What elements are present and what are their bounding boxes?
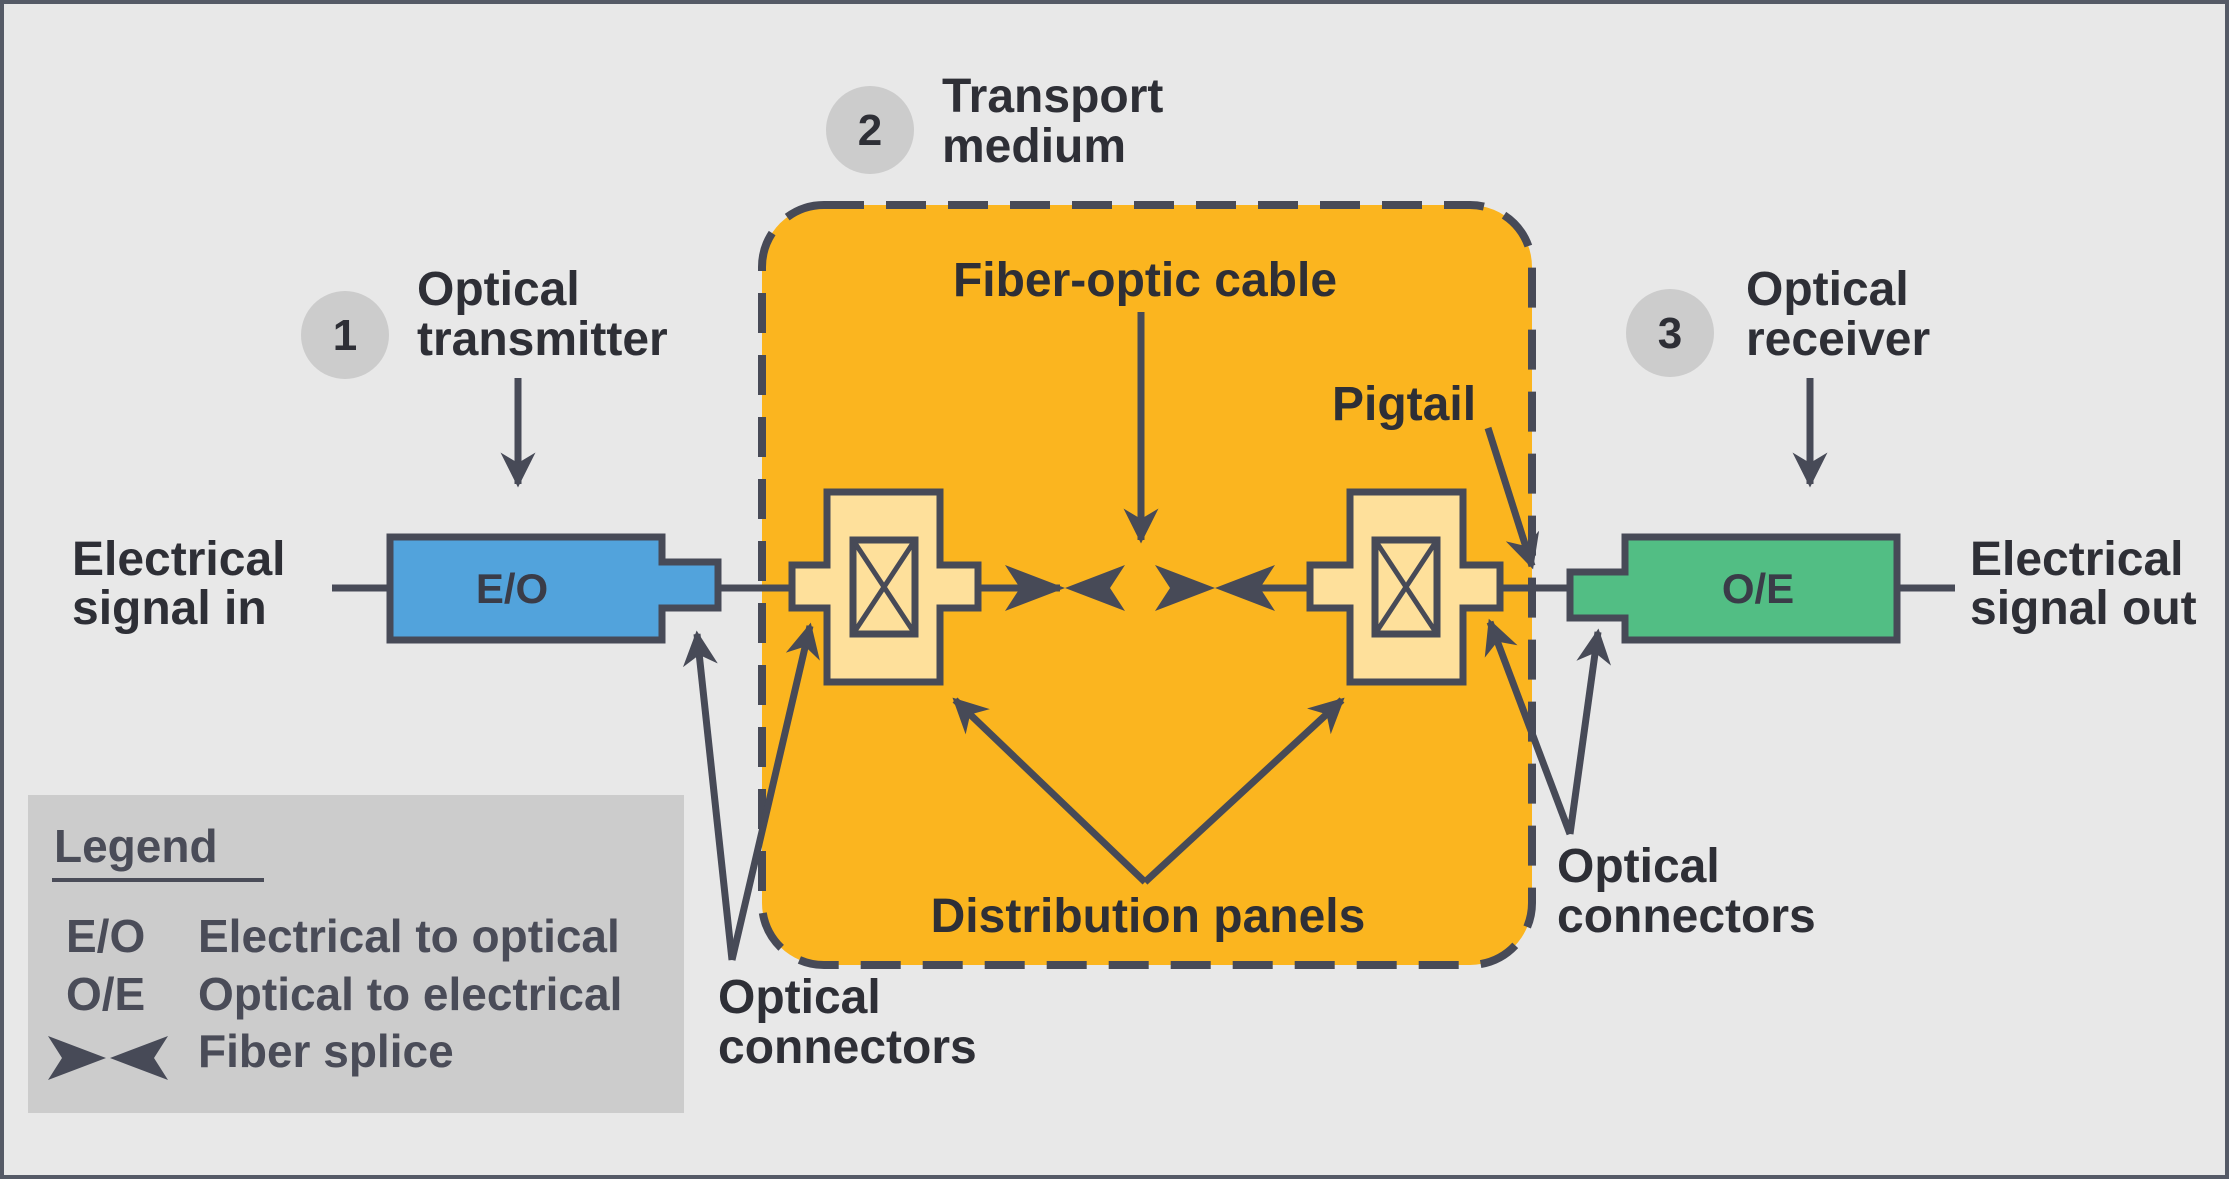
- medium-label-line2: medium: [942, 120, 1126, 173]
- connectors-right-label-line2: connectors: [1557, 890, 1816, 943]
- svg-text:2: 2: [858, 106, 882, 155]
- oe-box-label: O/E: [1722, 565, 1794, 612]
- receiver-label-line2: receiver: [1746, 313, 1930, 366]
- transmitter-label-line1: Optical: [417, 263, 580, 316]
- legend: Legend E/O Electrical to optical O/E Opt…: [28, 795, 684, 1113]
- legend-key-oe: O/E: [66, 968, 145, 1020]
- fiber-cable-label: Fiber-optic cable: [953, 254, 1337, 307]
- badge-transmitter: 1: [301, 291, 389, 379]
- distribution-panel-left: [788, 488, 982, 686]
- connectors-right-label-line1: Optical: [1557, 840, 1720, 893]
- panel-arrow-right: [1142, 697, 1345, 885]
- transmitter-label-line2: transmitter: [417, 313, 668, 366]
- pointer-arrows: [500, 312, 1828, 961]
- connectors-left-label-line2: connectors: [718, 1021, 977, 1074]
- medium-label-line1: Transport: [942, 70, 1163, 123]
- legend-title: Legend: [54, 820, 218, 872]
- svg-text:1: 1: [333, 311, 357, 360]
- signal-in-label-line2: signal in: [72, 582, 267, 635]
- legend-text-oe: Optical to electrical: [198, 968, 622, 1020]
- eo-box-label: E/O: [476, 565, 548, 612]
- fiber-splice-icon: [1005, 565, 1275, 611]
- eo-converter-box: E/O: [386, 533, 722, 644]
- badge-receiver: 3: [1626, 289, 1714, 377]
- connector-arrow-right-a: [1484, 618, 1574, 836]
- distribution-panel-right: [1306, 488, 1504, 686]
- connector-arrow-left-a: [682, 630, 736, 961]
- svg-text:3: 3: [1658, 309, 1682, 358]
- connectors-left-label-line1: Optical: [718, 971, 881, 1024]
- signal-in-label-line1: Electrical: [72, 533, 285, 586]
- signal-out-label-line2: signal out: [1970, 582, 2197, 635]
- distribution-panels-label: Distribution panels: [931, 890, 1366, 943]
- legend-text-eo: Electrical to optical: [198, 910, 620, 962]
- connector-arrow-left-b: [728, 622, 820, 961]
- connector-arrow-right-b: [1566, 628, 1612, 835]
- legend-key-eo: E/O: [66, 910, 145, 962]
- pigtail-arrow: [1484, 426, 1540, 570]
- badge-medium: 2: [826, 86, 914, 174]
- panel-arrow-left: [952, 697, 1148, 885]
- legend-text-splice: Fiber splice: [198, 1025, 454, 1077]
- pigtail-label: Pigtail: [1332, 378, 1476, 431]
- oe-converter-box: O/E: [1566, 533, 1901, 644]
- receiver-label-line1: Optical: [1746, 263, 1909, 316]
- signal-out-label-line1: Electrical: [1970, 533, 2183, 586]
- legend-fiber-splice-icon: [48, 1036, 168, 1080]
